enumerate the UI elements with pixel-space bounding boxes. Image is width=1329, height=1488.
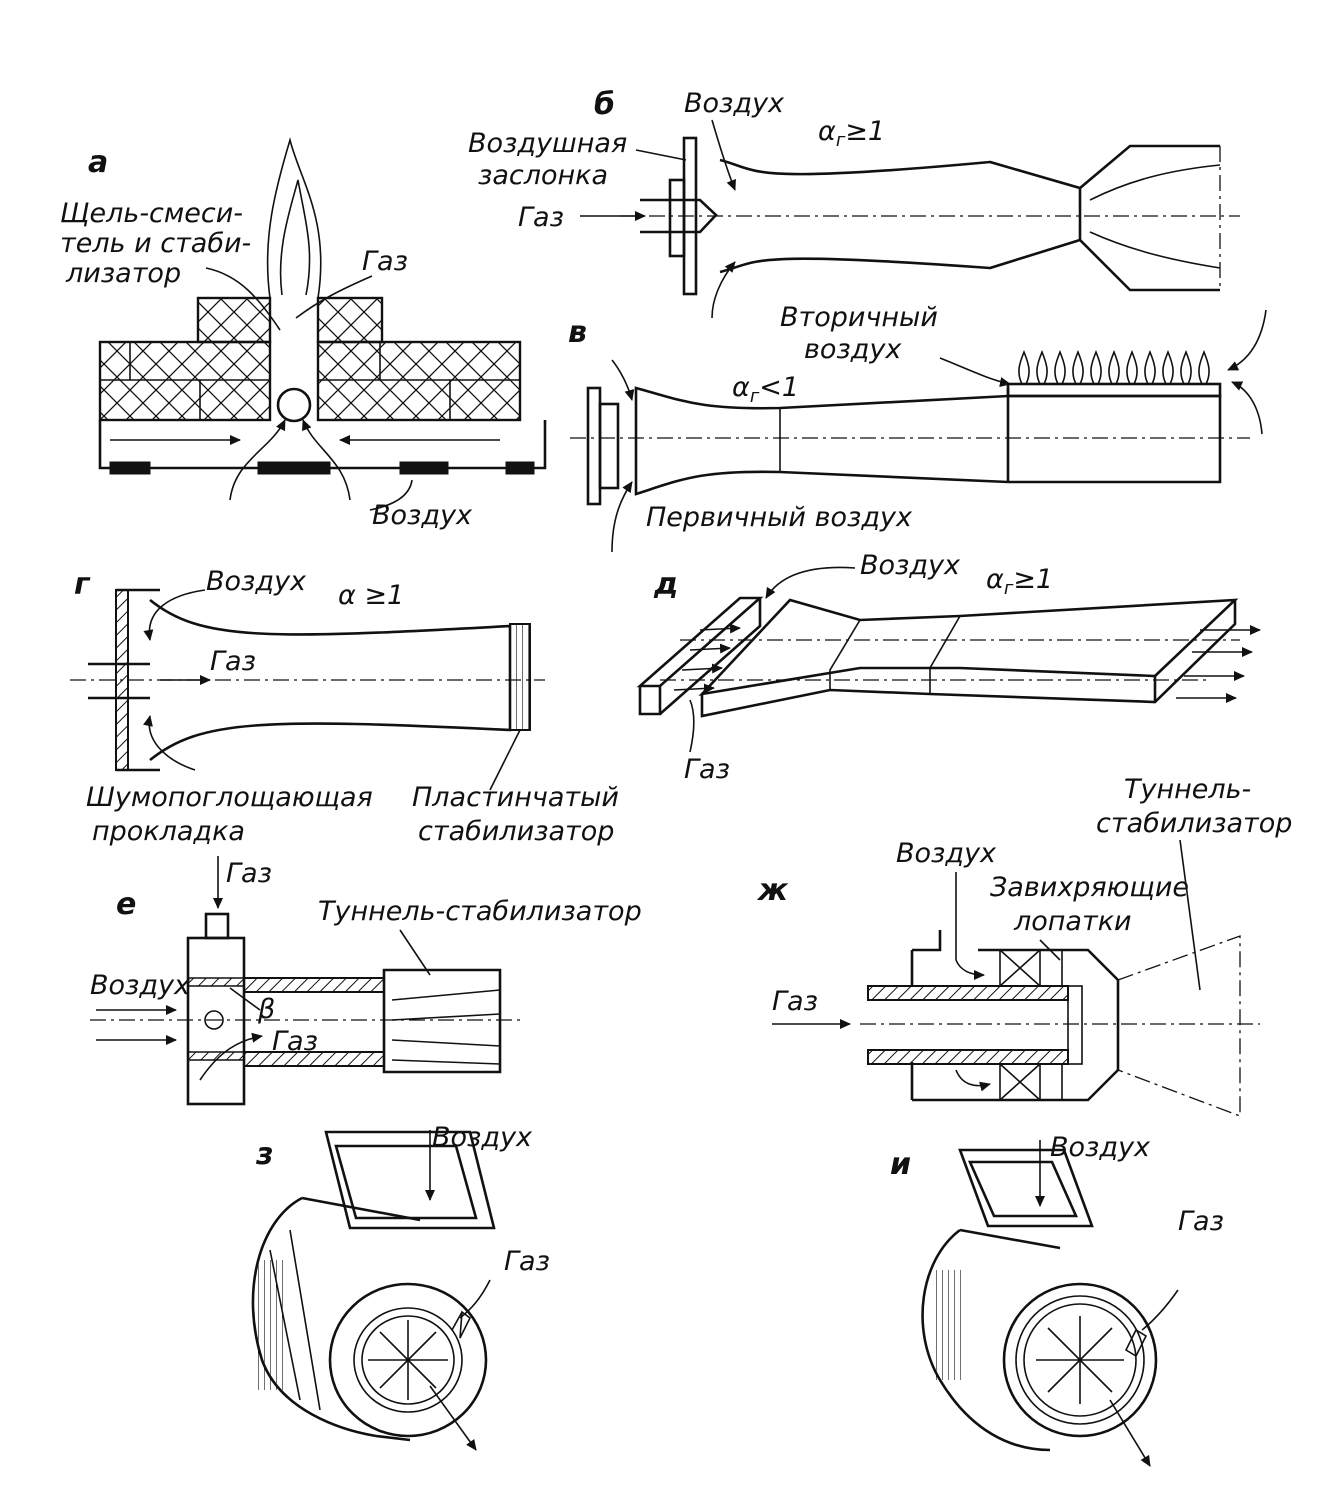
swirl-icon	[1036, 1316, 1124, 1404]
noise-pad-label-1: Шумопоглощающая	[86, 782, 373, 813]
panel-g-alpha: α ≥1	[338, 580, 404, 611]
burner-outlet	[1002, 1282, 1158, 1438]
panel-zh-air-label: Воздух	[896, 838, 997, 869]
panel-b: б Воздух Воздушная заслонка Газ αг≥1	[468, 87, 1240, 319]
grate-bar	[505, 461, 535, 475]
panel-e-tunnel-label: Туннель-стабилизатор	[318, 896, 642, 927]
damper-label-1: Воздушная	[468, 128, 627, 159]
panel-i: и Воздух Газ	[890, 1132, 1224, 1467]
plate-stabilizer-label-2: стабилизатор	[418, 816, 614, 847]
panel-d-air-label: Воздух	[860, 550, 961, 581]
panel-i-gas-label: Газ	[1178, 1206, 1224, 1237]
panel-e-letter: е	[116, 887, 136, 922]
mixing-head	[186, 936, 246, 1106]
left-brickwork	[98, 340, 272, 422]
burner-outlet	[328, 1282, 488, 1438]
tunnel-stabilizer-label-1: Туннель-	[1124, 774, 1251, 805]
panel-b-air-label: Воздух	[684, 88, 785, 119]
panel-d-alpha: αг≥1	[986, 564, 1053, 599]
slot-mixer-label-3: лизатор	[65, 258, 181, 289]
tunnel-stabilizer-label-2: стабилизатор	[1096, 808, 1292, 839]
swirl-vanes-label-2: лопатки	[1013, 906, 1132, 937]
panel-g-air-label: Воздух	[206, 566, 307, 597]
flame-icon	[266, 136, 322, 299]
secondary-air-label-2: воздух	[804, 334, 902, 365]
panel-e-air-label: Воздух	[90, 970, 191, 1001]
panel-z: з Воздух Газ	[251, 1122, 550, 1451]
panel-z-gas-label: Газ	[504, 1246, 550, 1277]
right-top-brick	[316, 296, 384, 344]
grate-bar	[399, 461, 449, 475]
swirl-vanes-label-1: Завихряющие	[990, 872, 1189, 903]
plate-stabilizer	[509, 623, 531, 731]
panel-i-letter: и	[890, 1147, 911, 1182]
panel-a-gas-label: Газ	[362, 246, 408, 277]
primary-air-label: Первичный воздух	[646, 502, 913, 533]
panel-zh-gas-label: Газ	[772, 986, 818, 1017]
slot-vortex	[276, 387, 312, 423]
panel-b-letter: б	[594, 87, 615, 122]
panel-v: в Вторичный воздух αг<1 Первичный воздух	[568, 302, 1267, 553]
panel-b-gas-label: Газ	[518, 202, 564, 233]
grate-bar	[257, 461, 331, 475]
noise-pad-label-2: прокладка	[92, 816, 245, 847]
panel-g: г Воздух α ≥1 Газ Шумопоглощающая прокла…	[70, 566, 619, 847]
panel-d-letter: д	[653, 567, 678, 602]
panel-z-air-label: Воздух	[432, 1122, 533, 1153]
panel-zh-letter: ж	[756, 873, 789, 908]
slot-mixer-label-2: тель и стаби-	[60, 228, 251, 259]
burner-flames	[1018, 349, 1210, 385]
panel-z-letter: з	[255, 1137, 273, 1172]
panel-e: е Газ Туннель-стабилизатор Воздух β Газ	[90, 856, 642, 1106]
swirl-vane	[999, 1063, 1041, 1101]
panel-b-alpha: αг≥1	[818, 116, 885, 151]
panel-v-letter: в	[568, 315, 587, 350]
panel-e-beta: β	[257, 994, 275, 1025]
slot-mixer-label-1: Щель-смеси-	[60, 198, 243, 229]
swirl-icon	[368, 1320, 448, 1400]
left-top-brick	[196, 296, 272, 344]
panel-g-letter: г	[74, 567, 91, 602]
panel-d: д Воздух αг≥1 Газ	[636, 550, 1261, 785]
panel-a: а Щель-смеси- тель и стаби- лизатор Газ …	[60, 136, 547, 531]
panel-d-gas-label: Газ	[684, 754, 730, 785]
secondary-air-label-1: Вторичный	[780, 302, 938, 333]
damper-label-2: заслонка	[478, 160, 608, 191]
right-brickwork	[316, 340, 522, 422]
panel-v-alpha: αг<1	[732, 372, 799, 407]
panel-a-letter: а	[88, 145, 108, 180]
grate-bar	[109, 461, 151, 475]
panel-i-air-label: Воздух	[1050, 1132, 1151, 1163]
swirl-vane	[999, 949, 1041, 987]
panel-zh: ж Туннель- стабилизатор Воздух Завихряющ…	[756, 774, 1292, 1117]
panel-e-gas-top: Газ	[226, 858, 272, 889]
panel-g-gas-label: Газ	[210, 646, 256, 677]
plate-stabilizer-label-1: Пластинчатый	[412, 782, 619, 813]
